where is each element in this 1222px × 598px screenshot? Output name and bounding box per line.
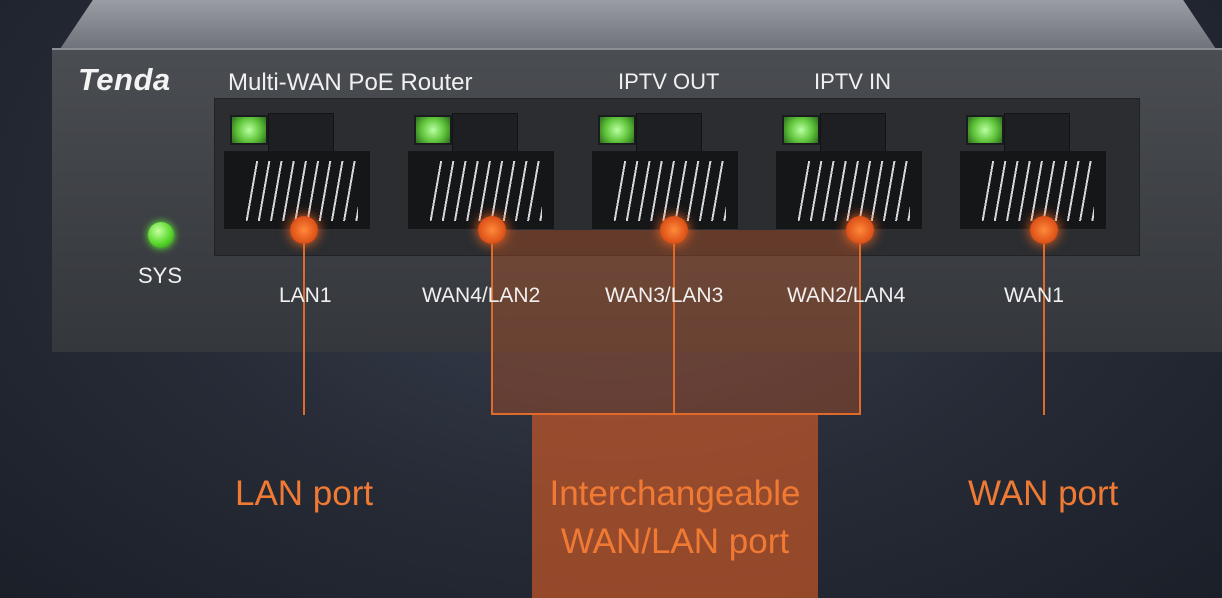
group-left-line bbox=[491, 230, 493, 415]
sys-led-icon bbox=[148, 222, 174, 248]
group-middle-line bbox=[673, 230, 675, 415]
model-name: Multi-WAN PoE Router bbox=[228, 69, 473, 96]
port-pins bbox=[614, 161, 726, 221]
interchangeable-group-highlight bbox=[491, 230, 860, 414]
group-bottom-line bbox=[491, 413, 861, 415]
port-led-icon bbox=[230, 115, 268, 145]
port-label-lan1: LAN1 bbox=[279, 284, 332, 307]
port-latch bbox=[636, 113, 702, 155]
port-wan3-lan3 bbox=[592, 113, 748, 233]
interchangeable-callout-box bbox=[532, 414, 818, 598]
port-marker-dot bbox=[660, 216, 688, 244]
port-led-icon bbox=[966, 115, 1004, 145]
wan-callout-line bbox=[1043, 230, 1045, 415]
port-pins bbox=[798, 161, 910, 221]
port-wan1 bbox=[960, 113, 1116, 233]
port-latch bbox=[268, 113, 334, 155]
port-marker-dot bbox=[478, 216, 506, 244]
wan-port-callout: WAN port bbox=[968, 474, 1119, 513]
port-pins bbox=[246, 161, 358, 221]
interchangeable-callout-line2: WAN/LAN port bbox=[560, 522, 790, 561]
port-wan4-lan2 bbox=[408, 113, 564, 233]
sys-label: SYS bbox=[138, 263, 183, 288]
port-latch bbox=[820, 113, 886, 155]
port-label-wan1: WAN1 bbox=[1004, 284, 1064, 307]
port-label-wan2-lan4: WAN2/LAN4 bbox=[787, 284, 906, 307]
port-led-icon bbox=[414, 115, 452, 145]
port-label-wan4-lan2: WAN4/LAN2 bbox=[422, 284, 541, 307]
port-led-icon bbox=[598, 115, 636, 145]
interchangeable-callout-line1: Interchangeable bbox=[549, 474, 801, 513]
port-lan1 bbox=[224, 113, 380, 233]
port-label-wan3-lan3: WAN3/LAN3 bbox=[605, 284, 724, 307]
port-pins bbox=[430, 161, 542, 221]
port-pins bbox=[982, 161, 1094, 221]
port-marker-dot bbox=[1030, 216, 1058, 244]
port-marker-dot bbox=[846, 216, 874, 244]
port-led-icon bbox=[782, 115, 820, 145]
port-marker-dot bbox=[290, 216, 318, 244]
lan-callout-line bbox=[303, 230, 305, 415]
lan-port-callout: LAN port bbox=[235, 474, 374, 513]
brand-logo: Tenda bbox=[78, 62, 171, 97]
iptv-out-label: IPTV OUT bbox=[618, 69, 720, 94]
port-latch bbox=[1004, 113, 1070, 155]
router-top-surface bbox=[58, 0, 1218, 52]
port-latch bbox=[452, 113, 518, 155]
port-wan2-lan4 bbox=[776, 113, 932, 233]
iptv-in-label: IPTV IN bbox=[814, 69, 892, 94]
group-right-line bbox=[859, 230, 861, 415]
